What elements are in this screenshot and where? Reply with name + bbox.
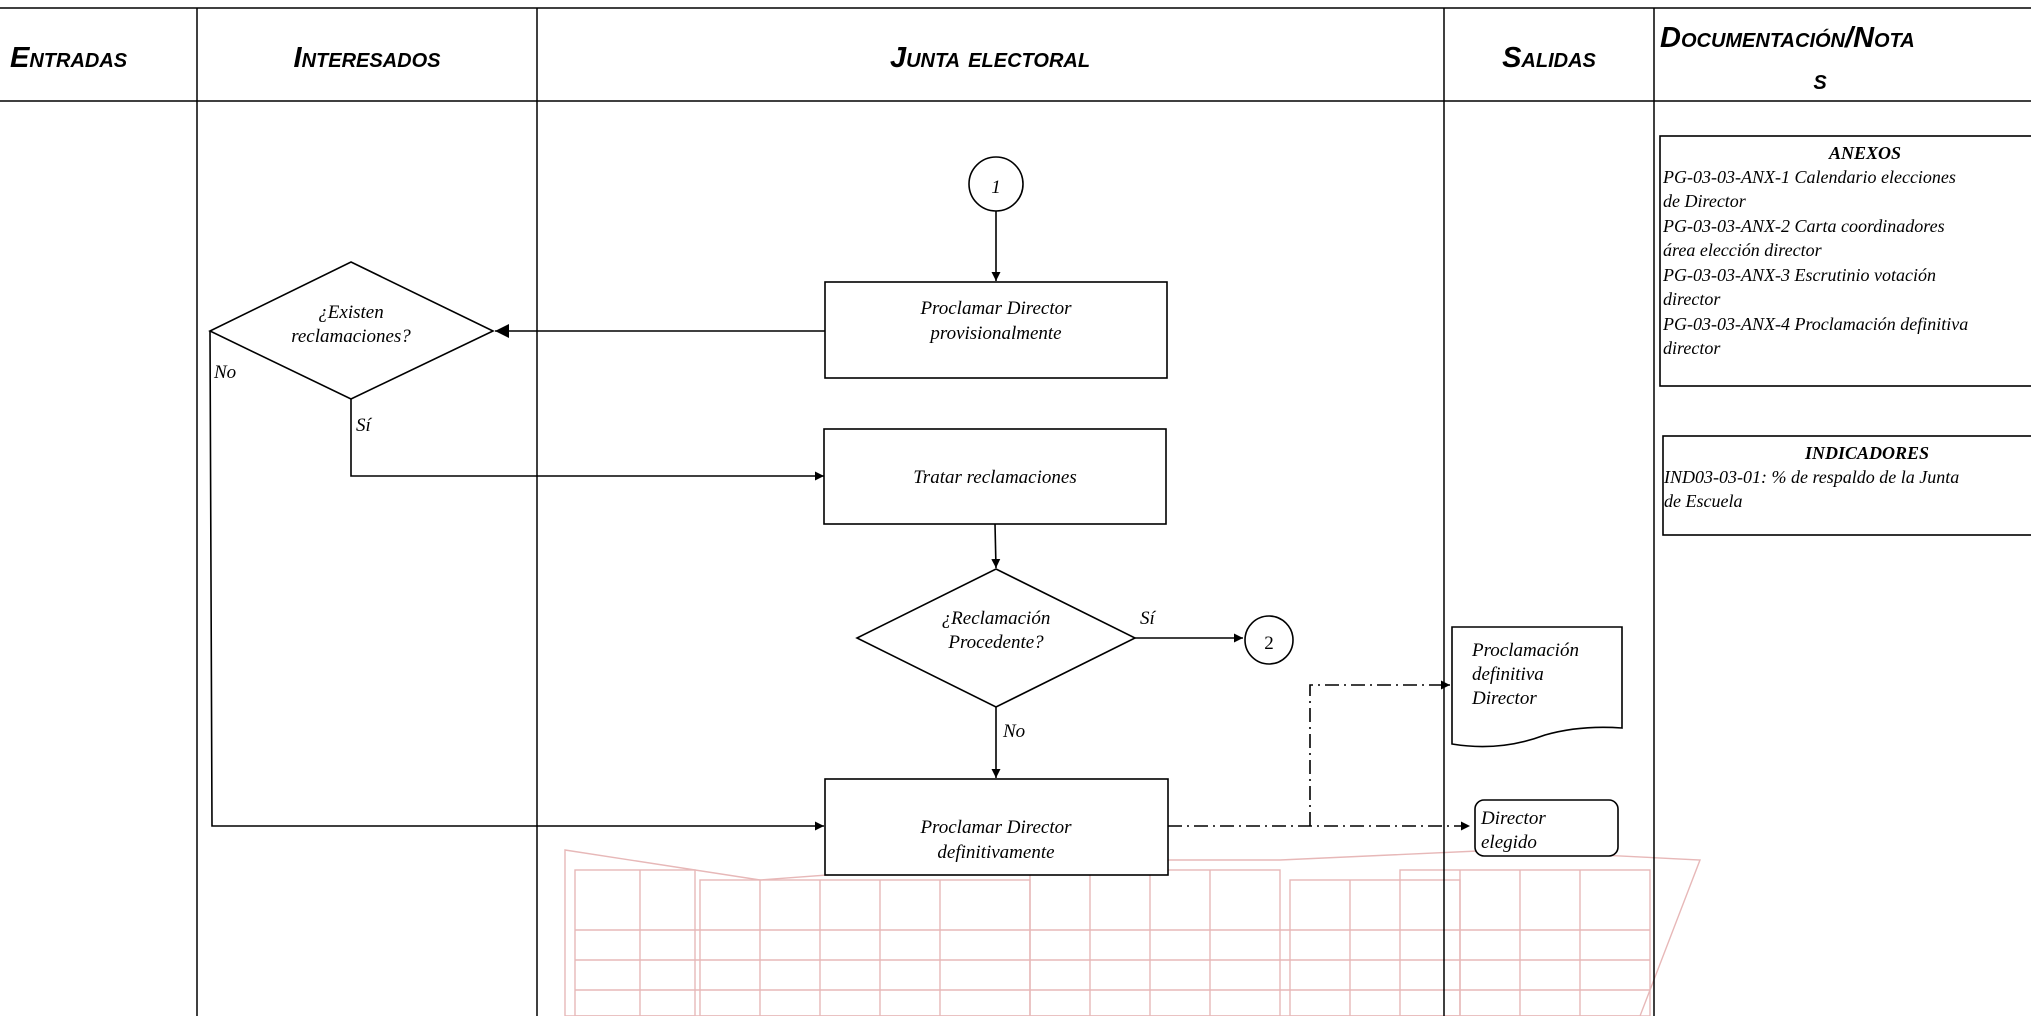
anexos-line-0: PG-03-03-ANX-1 Calendario elecciones: [1662, 167, 1956, 187]
anexos-line-5: director: [1663, 289, 1721, 309]
doc-out-line2: definitiva: [1472, 664, 1544, 685]
indicadores-box: INDICADORES IND03-03-01: % de respaldo d…: [1662, 435, 2031, 536]
elegido-line2: elegido: [1481, 832, 1537, 853]
decision-reclamacion-procedente: ¿Reclamación Procedente?: [855, 568, 1137, 708]
proclamar-prov-line1: Proclamar Director: [919, 298, 1072, 319]
output-document-proclamacion: Proclamación definitiva Director: [1451, 626, 1623, 748]
edges: [209, 211, 1470, 831]
label-si-procedente: Sí: [1140, 608, 1157, 629]
lane-grid: [0, 7, 2031, 1016]
output-director-elegido: Director elegido: [1474, 799, 1619, 857]
procedente-line2: Procedente?: [947, 632, 1044, 653]
indicadores-line-1: de Escuela: [1664, 491, 1742, 511]
header-junta-electoral: Junta electoral: [890, 42, 1090, 74]
edge-labels: No Sí Sí No: [213, 362, 1157, 742]
anexos-line-1: de Director: [1663, 191, 1747, 211]
elegido-line1: Director: [1480, 808, 1546, 829]
header-entradas: Entradas: [10, 42, 128, 74]
connector-start: 1: [968, 156, 1024, 212]
proclamar-def-line1: Proclamar Director: [919, 817, 1072, 838]
doc-out-line3: Director: [1471, 688, 1537, 709]
process-proclamar-definitivo: Proclamar Director definitivamente: [824, 778, 1169, 876]
anexos-line-3: área elección director: [1663, 240, 1823, 260]
existen-line1: ¿Existen: [318, 302, 383, 323]
label-no-existen: No: [213, 362, 236, 383]
label-no-procedente: No: [1002, 721, 1025, 742]
anexos-line-6: PG-03-03-ANX-4 Proclamación definitiva: [1662, 314, 1968, 334]
header-documentacion-cont: s: [1813, 64, 1827, 96]
decision-existen-reclamaciones: ¿Existen reclamaciones?: [208, 261, 495, 400]
anexos-line-4: PG-03-03-ANX-3 Escrutinio votación: [1662, 265, 1936, 285]
connector-start-label: 1: [991, 177, 1001, 198]
procedente-line1: ¿Reclamación: [942, 608, 1051, 629]
connector-end-label: 2: [1264, 633, 1274, 654]
header-documentacion: Documentación/Nota: [1660, 22, 1915, 54]
anexos-box: ANEXOS PG-03-03-ANX-1 Calendario eleccio…: [1659, 135, 2031, 387]
edge-existen-si-to-tratar: [350, 399, 824, 481]
indicadores-line-0: IND03-03-01: % de respaldo de la Junta: [1663, 467, 1959, 487]
edge-existen-no-to-proclamar-def: [209, 330, 824, 831]
existen-line2: reclamaciones?: [291, 326, 411, 347]
anexos-title: ANEXOS: [1828, 143, 1901, 163]
header-salidas: Salidas: [1502, 42, 1596, 74]
edge-tratar-to-procedente: [991, 523, 1001, 569]
process-tratar-reclamaciones: Tratar reclamaciones: [823, 428, 1167, 525]
connector-end: 2: [1244, 615, 1294, 665]
header-interesados: Interesados: [294, 42, 442, 74]
proclamar-prov-line2: provisionalmente: [928, 323, 1061, 344]
proclamar-def-line2: definitivamente: [937, 842, 1054, 863]
anexos-line-2: PG-03-03-ANX-2 Carta coordinadores: [1662, 216, 1945, 236]
tratar-label: Tratar reclamaciones: [913, 467, 1076, 488]
building-watermark: [564, 849, 1702, 1017]
edge-proclamar-def-to-doc: [1309, 680, 1450, 826]
indicadores-title: INDICADORES: [1804, 443, 1929, 463]
process-proclamar-provisional: Proclamar Director provisionalmente: [824, 281, 1168, 379]
label-si-existen: Sí: [356, 415, 373, 436]
doc-out-line1: Proclamación: [1471, 640, 1579, 661]
anexos-line-7: director: [1663, 338, 1721, 358]
